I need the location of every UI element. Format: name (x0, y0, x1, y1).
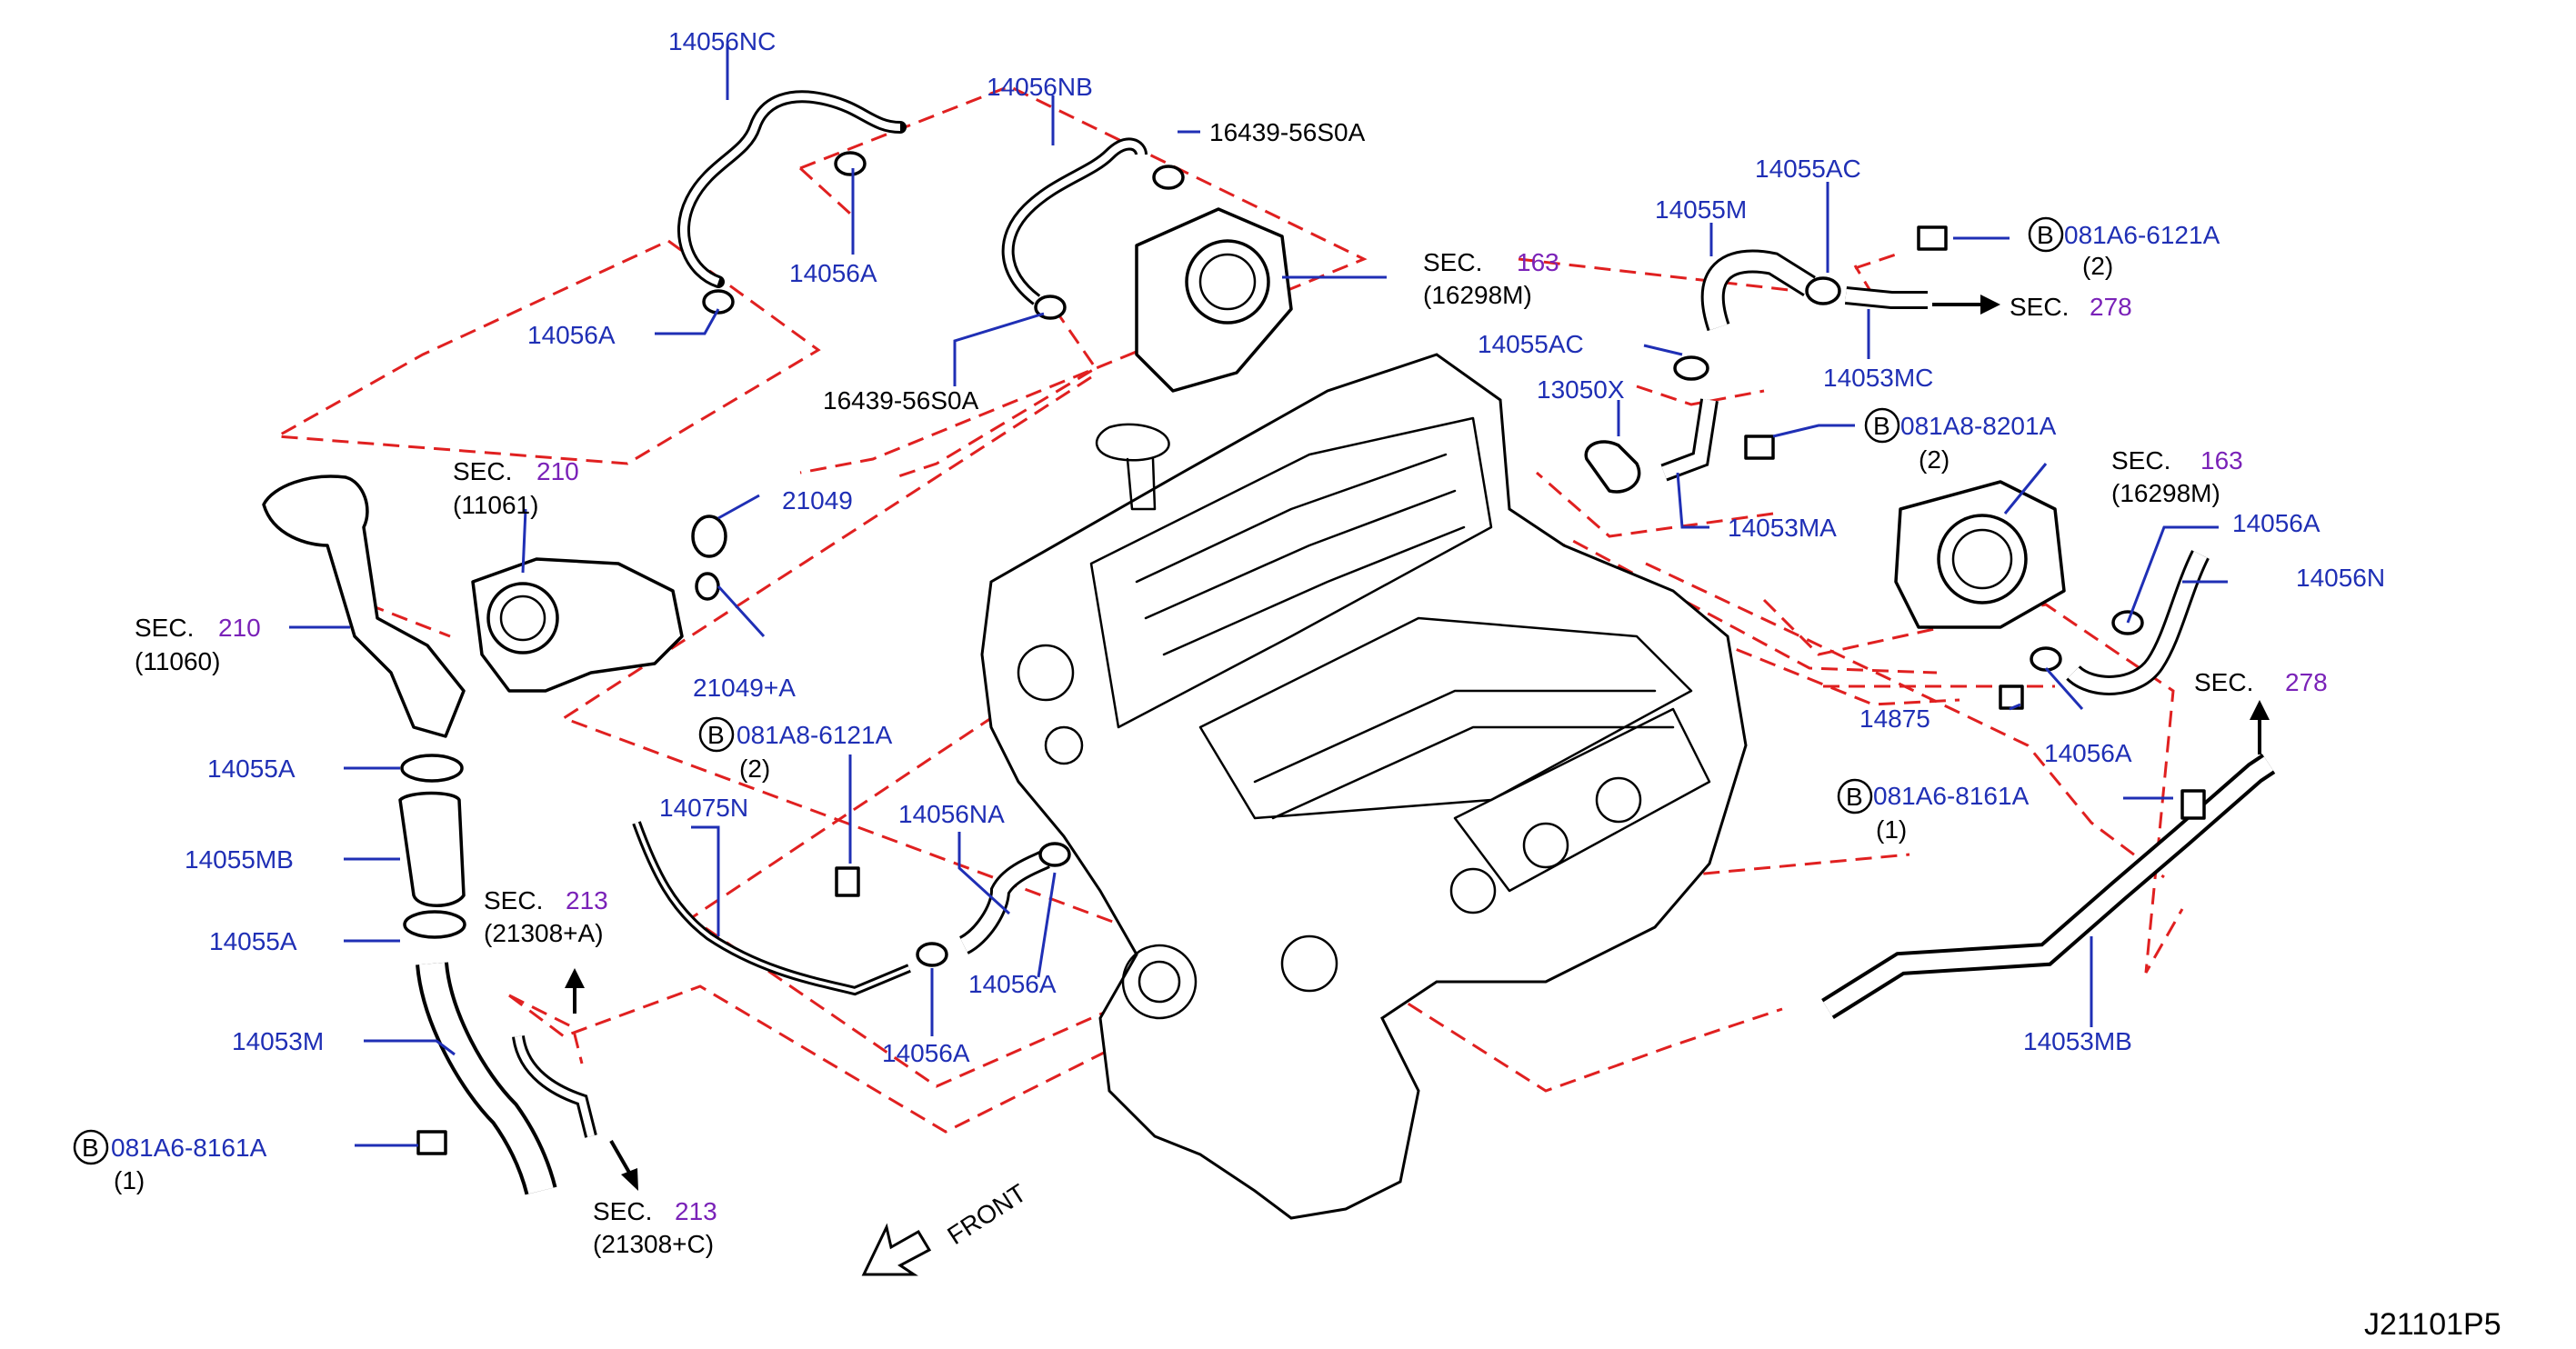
label-14056A-5: 14056A (2232, 509, 2320, 537)
water-inlet-11061 (471, 557, 684, 693)
sec-word: SEC. (2194, 668, 2253, 696)
sec-210-top-sub: (11061) (453, 491, 538, 519)
throttle-body-right (1894, 480, 2066, 629)
sec-163-top-sub: (16298M) (1423, 281, 1532, 309)
direction-arrows (565, 295, 2270, 1191)
label-14056A-2: 14056A (527, 321, 616, 349)
hose-14056NC-inner (680, 93, 901, 285)
label-081A8-6121A-qty: (2) (739, 754, 770, 783)
sec-278-top-num: 278 (2090, 293, 2132, 321)
label-14056N: 14056N (2296, 564, 2385, 592)
o-ring-21049 (691, 515, 727, 558)
clamp-14055A-2 (403, 910, 466, 939)
label-14075N: 14075N (659, 794, 748, 822)
hose-14055MB (398, 791, 466, 907)
sec-163-right-num: 163 (2200, 446, 2243, 475)
label-081A6-8161A-left-qty: (1) (114, 1166, 145, 1194)
bolt-marker-b: B (1846, 783, 1863, 811)
label-14056A-1: 14056A (789, 259, 877, 287)
sec-210-top-num: 210 (536, 457, 579, 485)
hose-14056NB (1001, 137, 1148, 305)
sec-word: SEC. (1423, 248, 1482, 276)
sec-163-top-num: 163 (1517, 248, 1559, 276)
label-14055A-1: 14055A (207, 754, 296, 783)
engine-block (980, 353, 1748, 1220)
label-14875: 14875 (1859, 704, 1930, 733)
label-14056NB: 14056NB (987, 73, 1093, 101)
bolt-markers: B B B B B (73, 216, 2064, 1165)
bolt-marker-b: B (707, 721, 725, 749)
gasket-13050X (1584, 440, 1641, 494)
bolt-marker-b: B (2037, 221, 2054, 249)
front-label: FRONT (942, 1179, 1031, 1251)
label-14055MB: 14055MB (185, 845, 294, 874)
throttle-body-top (1135, 207, 1293, 393)
label-14053MB: 14053MB (2023, 1027, 2132, 1055)
sec-word: SEC. (2111, 446, 2170, 475)
o-ring-21049A (695, 572, 720, 601)
label-14055A-2: 14055A (209, 927, 297, 955)
label-14056NC: 14056NC (668, 27, 776, 55)
front-arrow-icon (861, 1223, 932, 1276)
water-outlet-11060 (262, 475, 466, 738)
label-081A6-8161A-right: 081A6-8161A (1873, 782, 2030, 810)
bolt-marker-b: B (82, 1134, 99, 1162)
label-14053MA: 14053MA (1728, 514, 1837, 542)
label-14055M: 14055M (1655, 195, 1747, 224)
label-14056A-3: 14056A (968, 970, 1057, 998)
sec-word: SEC. (484, 886, 543, 914)
label-081A8-8201A-qty: (2) (1919, 445, 1950, 474)
label-081A6-8161A-right-qty: (1) (1876, 815, 1907, 844)
sec-213-bot-sub: (21308+C) (593, 1230, 714, 1258)
label-14056A-4: 14056A (882, 1039, 970, 1067)
clamp-14055A-1 (400, 754, 464, 783)
label-14055AC-1: 14055AC (1755, 155, 1861, 183)
part-labels: 14056NC 14056A 14056A 14056NB 16439-56S0… (111, 27, 2385, 1194)
label-14053MC: 14053MC (1823, 364, 1933, 392)
label-14055AC-2: 14055AC (1478, 330, 1584, 358)
dashed-reference-lines (272, 85, 2184, 1134)
label-081A8-8201A: 081A8-8201A (1900, 412, 2057, 440)
label-21049: 21049 (782, 486, 853, 515)
label-14053M: 14053M (232, 1027, 324, 1055)
bolt-marker-b: B (1873, 412, 1890, 440)
label-14056NA: 14056NA (898, 800, 1005, 828)
sec-163-right-sub: (16298M) (2111, 479, 2220, 507)
label-081A6-8161A-left: 081A6-8161A (111, 1134, 267, 1162)
sec-word: SEC. (453, 457, 512, 485)
diagram-reference-code: J21101P5 (2364, 1307, 2501, 1342)
sec-210-left-sub: (11060) (135, 647, 220, 675)
sec-213-mid-num: 213 (566, 886, 608, 914)
label-081A6-6121A: 081A6-6121A (2064, 221, 2220, 249)
label-14056A-6: 14056A (2044, 739, 2132, 767)
sec-word: SEC. (135, 614, 194, 642)
sec-word: SEC. (593, 1197, 652, 1225)
sec-213-bot-num: 213 (675, 1197, 717, 1225)
hose-14056NC (677, 90, 907, 288)
label-081A8-6121A: 081A8-6121A (737, 721, 893, 749)
label-16439-56S0A-2: 16439-56S0A (823, 386, 979, 415)
sec-word: SEC. (2010, 293, 2069, 321)
label-13050X: 13050X (1537, 375, 1625, 404)
label-16439-56S0A-1: 16439-56S0A (1209, 118, 1366, 146)
sec-213-mid-sub: (21308+A) (484, 919, 604, 947)
label-081A6-6121A-qty: (2) (2082, 252, 2113, 280)
label-21049A: 21049+A (693, 674, 796, 702)
bolts (416, 225, 2206, 1155)
sec-278-right-num: 278 (2285, 668, 2328, 696)
sec-210-left-num: 210 (218, 614, 261, 642)
leader-lines (289, 44, 2228, 1147)
section-references: SEC. 163 (16298M) SEC. 278 SEC. 163 (162… (135, 248, 2328, 1258)
